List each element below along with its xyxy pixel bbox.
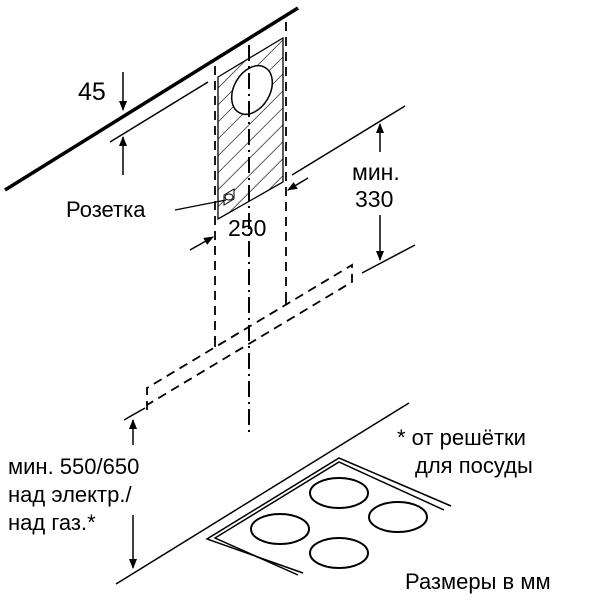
units-label: Размеры в мм — [405, 569, 551, 594]
footnote-line2: для посуды — [415, 453, 533, 478]
dim-45-label: 45 — [78, 78, 106, 106]
dim-330-label-line2: 330 — [355, 186, 393, 212]
hood-bottom-reference-line — [361, 244, 416, 274]
hood-top-reference-line — [291, 105, 406, 176]
hood-lower-reference-line — [123, 407, 146, 421]
burner-top — [309, 477, 369, 509]
dim-250-arrow-right — [287, 177, 309, 191]
duct-opening — [230, 65, 274, 115]
socket-label: Розетка — [66, 197, 146, 222]
dim-250-arrow-left — [189, 236, 214, 251]
burner-left — [250, 513, 310, 545]
dim-550-label-line1: мин. 550/650 — [8, 454, 139, 479]
dim-250-label: 250 — [228, 215, 266, 241]
chimney-area-hatched — [217, 36, 284, 221]
dim-330-label-line1: мин. — [352, 159, 400, 185]
ceiling-offset-line — [109, 81, 209, 143]
hood-outline-dashed — [146, 263, 353, 410]
cooktop-reference-line — [115, 402, 410, 585]
footnote-line1: * от решётки — [397, 425, 526, 450]
burner-bottom — [309, 537, 369, 569]
burner-right — [368, 501, 428, 533]
socket-leader — [174, 199, 227, 211]
ceiling-line — [4, 6, 299, 192]
socket-icon — [223, 188, 235, 206]
cooktop-frame — [205, 457, 452, 576]
dim-550-label-line3: над газ.* — [8, 510, 96, 535]
dim-550-label-line2: над электр./ — [8, 482, 132, 507]
